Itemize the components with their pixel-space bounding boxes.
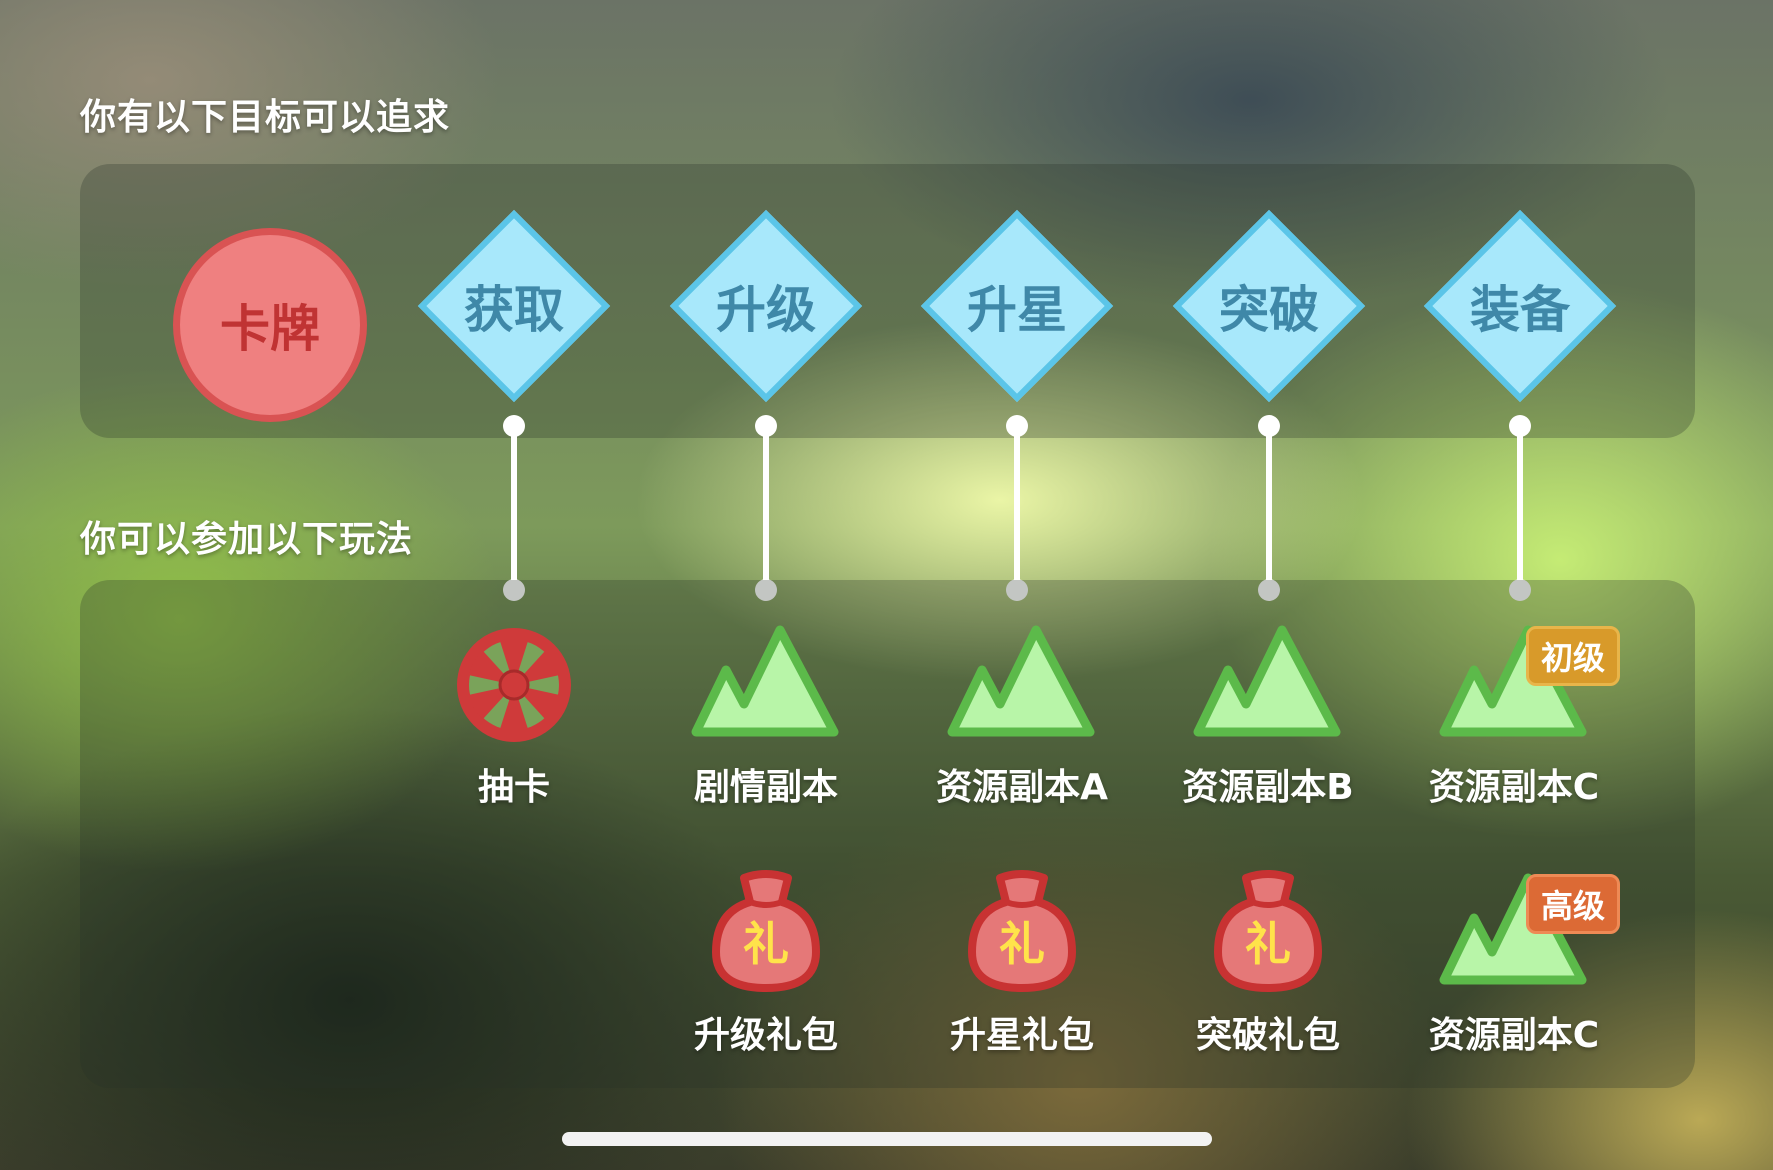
connector-dot-bottom bbox=[503, 579, 525, 601]
connector-line bbox=[1266, 426, 1272, 590]
goal-label: 获取 bbox=[464, 281, 564, 339]
gift-bag-icon: 礼 bbox=[922, 868, 1122, 998]
activity-resource-dungeon-c-basic[interactable]: 初级 资源副本C bbox=[1414, 620, 1620, 810]
goal-acquire[interactable]: 获取 bbox=[417, 209, 611, 403]
gift-bag-icon: 礼 bbox=[666, 868, 866, 998]
goal-level-up[interactable]: 升级 bbox=[669, 209, 863, 403]
gift-bag-text: 礼 bbox=[1245, 917, 1291, 971]
connector-dot-top bbox=[503, 415, 525, 437]
mountain-icon bbox=[922, 620, 1122, 750]
connector-dot-bottom bbox=[1006, 579, 1028, 601]
connector-line bbox=[511, 426, 517, 590]
goal-breakthrough[interactable]: 突破 bbox=[1172, 209, 1366, 403]
gift-bag-text: 礼 bbox=[743, 917, 789, 971]
connector-dot-bottom bbox=[1258, 579, 1280, 601]
mountain-icon: 初级 bbox=[1414, 620, 1620, 750]
connector-dot-top bbox=[1509, 415, 1531, 437]
connector-dot-bottom bbox=[755, 579, 777, 601]
activity-label: 资源副本C bbox=[1428, 767, 1600, 808]
activity-label: 升级礼包 bbox=[693, 1015, 838, 1056]
root-card-node[interactable]: 卡牌 bbox=[173, 228, 367, 422]
activity-label: 资源副本A bbox=[936, 767, 1108, 808]
connector-line bbox=[1014, 426, 1020, 590]
home-indicator-bar[interactable] bbox=[562, 1132, 1212, 1146]
mountain-icon: 高级 bbox=[1414, 868, 1620, 998]
activity-level-up-pack[interactable]: 礼 升级礼包 bbox=[666, 868, 866, 1058]
goal-label: 升级 bbox=[716, 281, 816, 339]
gift-bag-text: 礼 bbox=[999, 917, 1045, 971]
goals-heading: 你有以下目标可以追求 bbox=[80, 97, 451, 138]
mountain-icon bbox=[666, 620, 866, 750]
activity-label: 资源副本C bbox=[1428, 1015, 1600, 1056]
activity-resource-dungeon-b[interactable]: 资源副本B bbox=[1168, 620, 1368, 810]
activity-draw-card[interactable]: 抽卡 bbox=[414, 620, 614, 810]
activities-heading: 你可以参加以下玩法 bbox=[80, 519, 414, 560]
mountain-icon bbox=[1168, 620, 1368, 750]
root-card-label: 卡牌 bbox=[220, 300, 320, 358]
activity-label: 剧情副本 bbox=[693, 767, 838, 808]
goal-label: 突破 bbox=[1219, 281, 1319, 339]
goal-equipment[interactable]: 装备 bbox=[1423, 209, 1617, 403]
connector-line bbox=[1517, 426, 1523, 590]
activity-label: 资源副本B bbox=[1182, 767, 1354, 808]
level-badge-basic: 初级 bbox=[1525, 626, 1620, 686]
level-badge-advanced: 高级 bbox=[1525, 874, 1620, 934]
activities-panel bbox=[80, 580, 1695, 1088]
connector-dot-bottom bbox=[1509, 579, 1531, 601]
activity-label: 升星礼包 bbox=[949, 1015, 1094, 1056]
goal-label: 升星 bbox=[967, 281, 1067, 339]
connector-dot-top bbox=[1006, 415, 1028, 437]
connector-dot-top bbox=[1258, 415, 1280, 437]
activity-resource-dungeon-a[interactable]: 资源副本A bbox=[922, 620, 1122, 810]
gift-bag-icon: 礼 bbox=[1168, 868, 1368, 998]
activity-story-dungeon[interactable]: 剧情副本 bbox=[666, 620, 866, 810]
goal-label: 装备 bbox=[1470, 281, 1570, 339]
activity-label: 突破礼包 bbox=[1195, 1015, 1340, 1056]
wheel-icon bbox=[414, 620, 614, 750]
activity-label: 抽卡 bbox=[477, 767, 550, 808]
activity-resource-dungeon-c-advanced[interactable]: 高级 资源副本C bbox=[1414, 868, 1620, 1058]
connector-dot-top bbox=[755, 415, 777, 437]
goal-star-up[interactable]: 升星 bbox=[920, 209, 1114, 403]
connector-line bbox=[763, 426, 769, 590]
activity-breakthrough-pack[interactable]: 礼 突破礼包 bbox=[1168, 868, 1368, 1058]
activity-star-up-pack[interactable]: 礼 升星礼包 bbox=[922, 868, 1122, 1058]
